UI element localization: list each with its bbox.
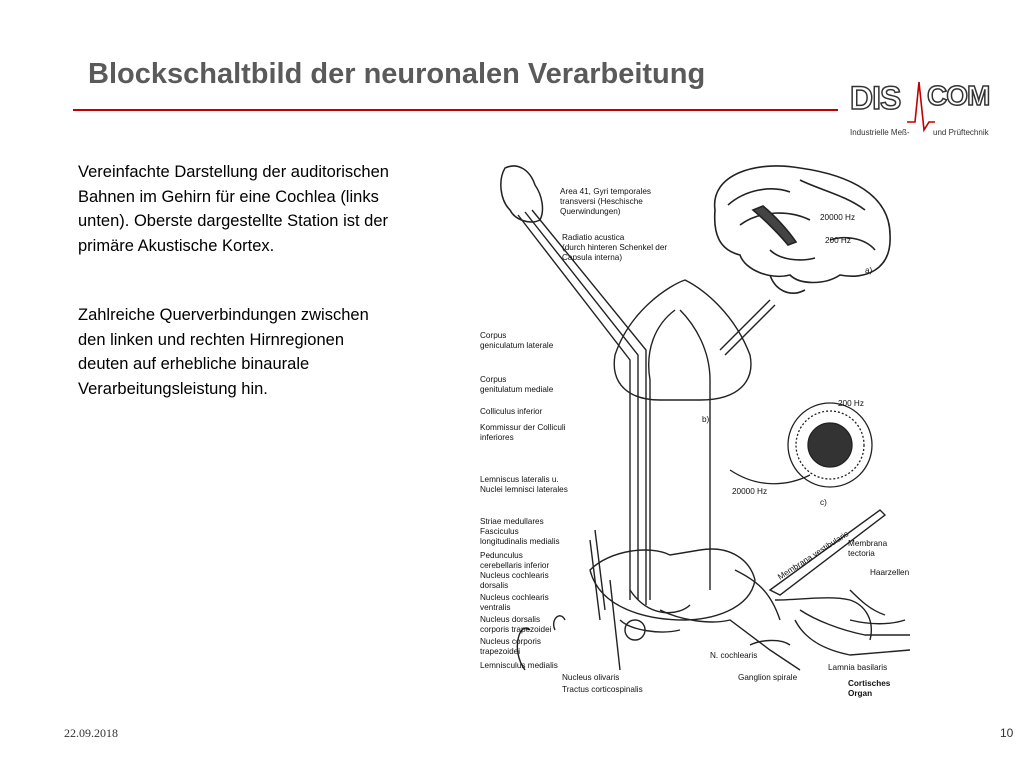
label-colliculus: Colliculus inferior (480, 407, 543, 416)
label-corpus-lat-b: geniculatum laterale (480, 341, 554, 350)
brain-illustration (713, 165, 891, 294)
label-haarzellen: Haarzellen (870, 568, 910, 577)
label-20000hz-brain: 20000 Hz (820, 213, 855, 222)
label-area41: Area 41, Gyri temporales (560, 187, 651, 196)
midbrain-illustration (516, 279, 756, 671)
footer-date: 22.09.2018 (64, 726, 118, 740)
label-membrana-tect-b: tectoria (848, 549, 875, 558)
label-kommissur: Kommissur der Colliculi (480, 423, 566, 432)
label-nucleus-olivaris: Nucleus olivaris (562, 673, 619, 682)
label-nd-b: corporis trapezoidei (480, 625, 552, 634)
logo-pulse-icon (907, 81, 935, 133)
label-c: c) (820, 498, 827, 507)
label-striae: Striae medullares (480, 517, 544, 526)
label-pedunculus-b: cerebellaris inferior (480, 561, 549, 570)
label-nct-b: trapezoidei (480, 647, 520, 656)
discom-logo: DIS COM Industrielle Meß- und Prüftechni… (845, 78, 1005, 142)
label-b: b) (702, 415, 710, 424)
label-organ: Organ (848, 689, 872, 698)
label-lemniscus-lat: Lemniscus lateralis u. (480, 475, 559, 484)
label-area41-c: Querwindungen) (560, 207, 621, 216)
title-underline (73, 109, 838, 111)
label-ncd: Nucleus cochlearis (480, 571, 549, 580)
label-fasciculus-b: longitudinalis medialis (480, 537, 560, 546)
logo-tagline-right: und Prüftechnik (933, 128, 989, 137)
label-lemniscus-lat-b: Nuclei lemnisci laterales (480, 485, 568, 494)
label-20000hz-cochlea: 20000 Hz (732, 487, 767, 496)
label-area41-b: transversi (Heschische (560, 197, 643, 206)
label-radiatio: Radiatio acustica (562, 233, 625, 242)
label-ncd-b: dorsalis (480, 581, 508, 590)
label-radiatio-c: Capsula interna) (562, 253, 622, 262)
label-a: a) (865, 266, 873, 275)
label-lamnia: Lamnia basilaris (828, 663, 887, 672)
label-nct: Nucleus corporis (480, 637, 541, 646)
label-tractus: Tractus corticospinalis (562, 685, 643, 694)
label-200hz-brain: 200 Hz (825, 236, 851, 245)
logo-text-left: DIS (849, 79, 902, 117)
label-fasciculus: Fasciculus (480, 527, 519, 536)
label-radiatio-b: (durch hinteren Schenkel der (562, 243, 667, 252)
description-paragraph-2: Zahlreiche Querverbindungen zwischen den… (78, 306, 369, 398)
label-kommissur-b: inferiores (480, 433, 514, 442)
label-membrana-tect: Membrana (848, 539, 888, 548)
organ-of-corti-illustration (749, 509, 911, 656)
label-corpus-lat: Corpus (480, 331, 506, 340)
label-n-cochlearis: N. cochlearis (710, 651, 757, 660)
auditory-pathway-lines (517, 209, 801, 671)
label-membrana-vest: Membrana vestibularis (776, 529, 850, 581)
label-ncv-b: ventralis (480, 603, 511, 612)
left-cortex-illustration (500, 165, 544, 223)
cochlea-cross-section-illustration (729, 402, 873, 488)
slide-title: Blockschaltbild der neuronalen Verarbeit… (88, 58, 706, 90)
label-200hz-cochlea: 200 Hz (838, 399, 864, 408)
label-ganglion: Ganglion spirale (738, 673, 798, 682)
auditory-pathway-figure: Area 41, Gyri temporales transversi (Hes… (480, 165, 911, 698)
label-corpus-med: Corpus (480, 375, 506, 384)
footer-page-number: 10 (1000, 726, 1014, 740)
logo-tagline-left: Industrielle Meß- (850, 128, 910, 137)
label-ncv: Nucleus cochlearis (480, 593, 549, 602)
label-cortisches: Cortisches (848, 679, 891, 688)
description-paragraph-1: Vereinfachte Darstellung der auditorisch… (78, 163, 389, 255)
logo-text-right: COM (926, 79, 991, 112)
label-corpus-med-b: genitulatum mediale (480, 385, 554, 394)
label-lemniscus-med: Lemnisculus medialis (480, 661, 558, 670)
label-nd: Nucleus dorsalis (480, 615, 540, 624)
label-pedunculus: Pedunculus (480, 551, 523, 560)
